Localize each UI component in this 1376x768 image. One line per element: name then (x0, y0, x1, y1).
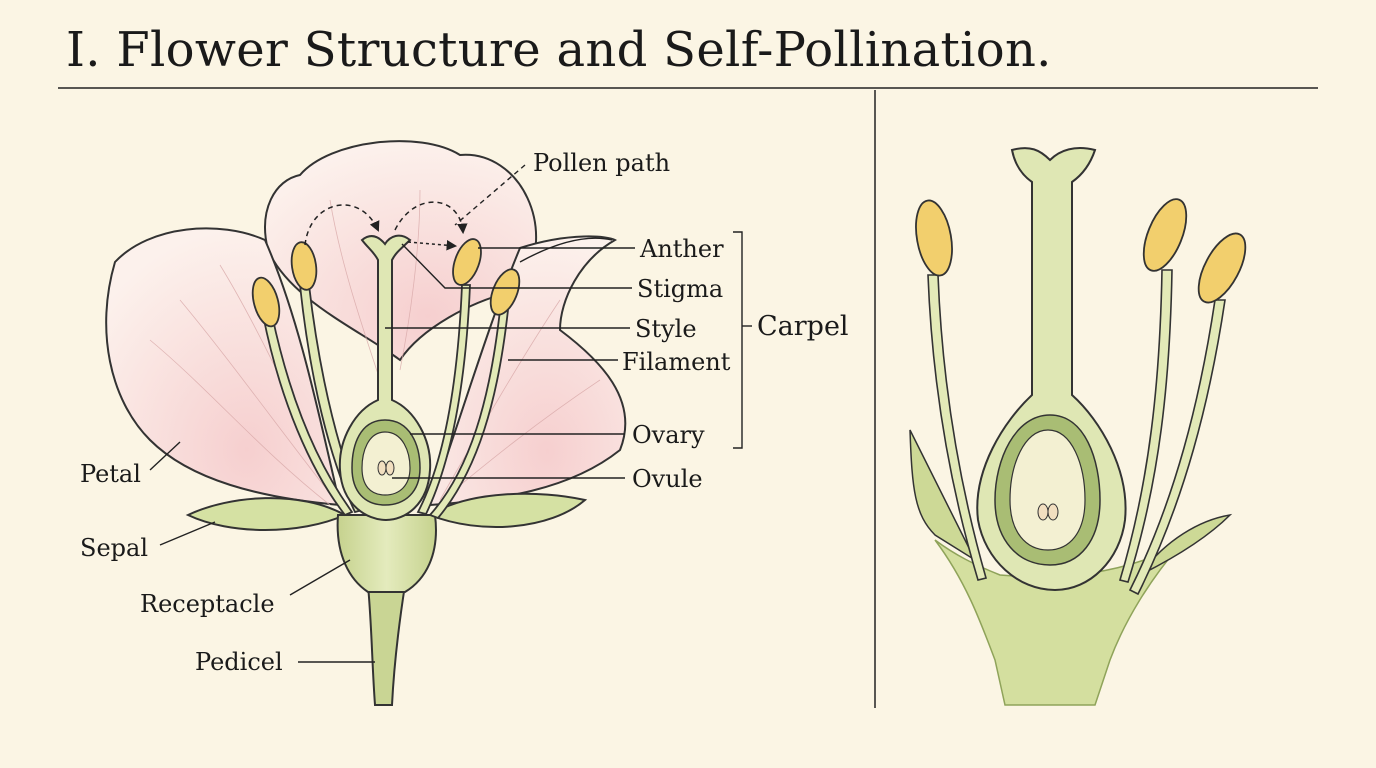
section-anther-3 (1197, 232, 1247, 304)
label-petal: Petal (80, 460, 141, 488)
carpel-bracket (733, 231, 743, 449)
label-ovule: Ovule (632, 465, 703, 493)
label-filament: Filament (622, 348, 731, 376)
anther-2 (290, 241, 318, 291)
ovule-2 (385, 460, 395, 476)
petal-leader (149, 441, 181, 471)
pollen-path-leader (454, 164, 526, 226)
cross-section-illustration (909, 147, 1247, 706)
ovule-section-2 (1047, 503, 1059, 521)
anthers (251, 238, 521, 328)
anther-3 (452, 238, 482, 286)
section-filaments (927, 269, 1226, 596)
receptacle-body (336, 514, 437, 593)
anther-curve (519, 237, 613, 263)
left-sepal-section (909, 429, 977, 563)
ovule-section (1037, 503, 1049, 521)
section-anther-1 (915, 199, 953, 277)
pollen-arrow-straight (407, 240, 458, 251)
section-anthers (915, 198, 1247, 304)
label-sepal: Sepal (80, 534, 148, 562)
anther-1 (251, 276, 281, 328)
sepal-leader (159, 521, 216, 546)
pollen-arrow-left (304, 204, 380, 246)
pedicel-stem (366, 584, 407, 706)
label-style: Style (635, 315, 697, 343)
label-anther: Anther (639, 235, 724, 263)
ovary-chamber (361, 431, 411, 496)
page-title: I. Flower Structure and Self-Pollination… (66, 22, 1052, 78)
ovary-chamber-section (1009, 429, 1086, 551)
label-carpel: Carpel (757, 311, 849, 342)
ovule (377, 460, 387, 476)
receptacle-leader (289, 559, 351, 596)
label-pedicel: Pedicel (195, 648, 283, 676)
stigma-leader (401, 243, 632, 289)
flower-illustration (105, 140, 627, 706)
label-receptacle: Receptacle (140, 590, 275, 618)
section-anther-2 (1142, 198, 1188, 272)
label-ovary: Ovary (632, 421, 705, 449)
leader-lines (149, 164, 752, 663)
label-stigma: Stigma (637, 275, 723, 303)
label-pollen-path: Pollen path (533, 149, 670, 177)
